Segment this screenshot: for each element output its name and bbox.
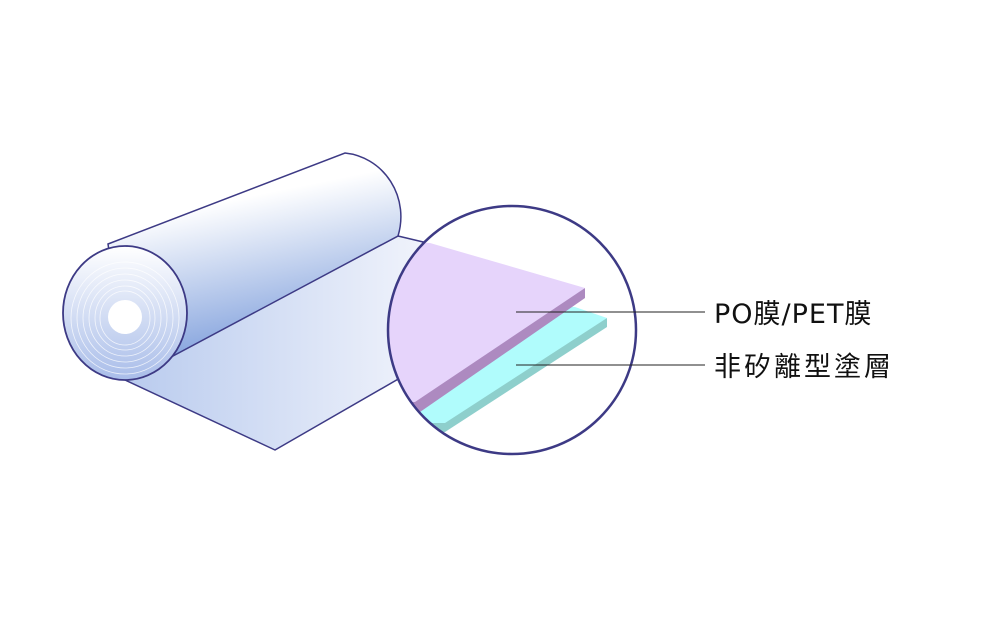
magnifier-circle: [386, 204, 638, 456]
label-top-layer: PO膜/PET膜: [714, 299, 873, 330]
roll-rings: [70, 261, 180, 375]
label-bottom-layer: 非矽離型塗層: [714, 352, 894, 383]
top-layer: [388, 240, 585, 402]
roll-core-hole: [108, 300, 142, 334]
